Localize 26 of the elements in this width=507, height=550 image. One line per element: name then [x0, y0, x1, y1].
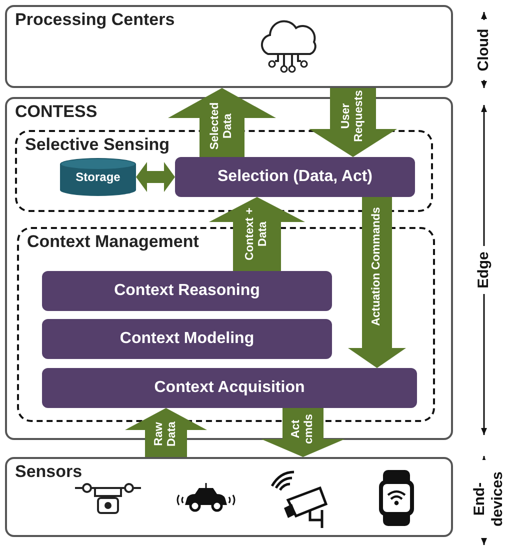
flow-arrow — [168, 88, 276, 157]
group-title: Context Management — [27, 232, 199, 252]
edge-label: Context + Data — [244, 206, 270, 262]
group-title: Sensors — [15, 462, 82, 482]
storage-cylinder — [60, 158, 136, 196]
process-box — [42, 319, 332, 359]
box-label: Context Acquisition — [154, 379, 305, 397]
process-box — [42, 368, 417, 408]
box-label: Selection (Data, Act) — [218, 168, 372, 186]
double-arrow — [136, 162, 175, 192]
group-title: Selective Sensing — [25, 135, 170, 155]
edge-label: Selected Data — [209, 101, 235, 152]
process-box — [42, 271, 332, 311]
edge-label: User Requests — [340, 89, 366, 144]
edge-label: Actuation Commands — [370, 206, 384, 328]
box-label: Storage — [76, 170, 120, 184]
box-label: Context Reasoning — [114, 282, 260, 300]
tier-panel — [5, 5, 453, 88]
flow-arrow — [209, 197, 305, 271]
flow-arrow — [125, 408, 207, 457]
box-label: Context Modeling — [120, 330, 254, 348]
edge-label: Raw Data — [153, 420, 179, 448]
process-box — [175, 157, 415, 197]
edge-label: Act cmds — [290, 412, 316, 446]
group-title: CONTESS — [15, 102, 98, 122]
group-title: Processing Centers — [15, 10, 175, 30]
